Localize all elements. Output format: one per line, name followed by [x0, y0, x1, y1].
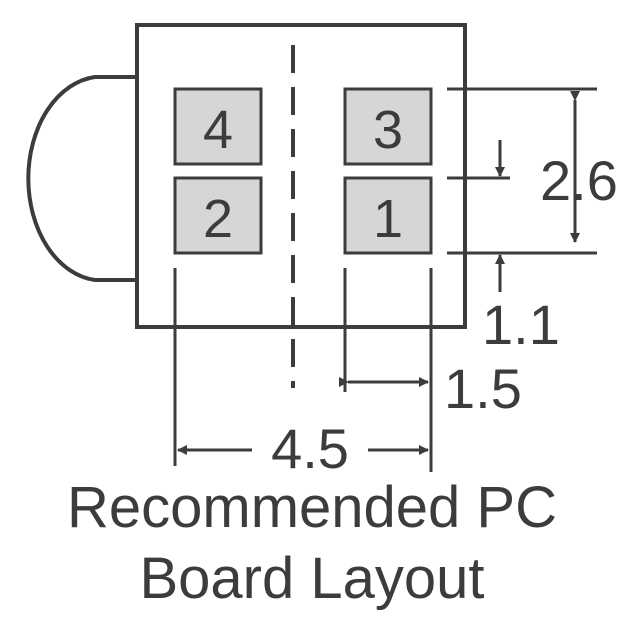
- pad-2: 2: [173, 176, 263, 255]
- pad-3-box: [343, 87, 433, 166]
- dimension-1-5-label: 1.5: [444, 357, 522, 420]
- caption-line-2: Board Layout: [139, 546, 484, 611]
- pad-1: 1: [343, 176, 433, 255]
- right-extension-lines: [447, 87, 597, 255]
- pad-3: 3: [343, 87, 433, 166]
- pad-1-box: [343, 176, 433, 255]
- pad-4-box: [173, 87, 263, 166]
- led-dome-outline: [26, 75, 137, 282]
- pad-3-label: 3: [373, 100, 403, 160]
- package-body-outline: [135, 23, 467, 329]
- dimension-4-5-label: 4.5: [271, 417, 349, 480]
- dimension-1-5: 1.5: [339, 357, 522, 420]
- dimension-2-6: 2.6: [540, 91, 618, 243]
- pad-1-label: 1: [373, 189, 403, 249]
- dimension-1-1-label: 1.1: [482, 293, 560, 356]
- bottom-extension-lines: [173, 268, 433, 472]
- dimension-2-6-label: 2.6: [540, 149, 618, 212]
- dimension-1-1: 1.1: [482, 140, 560, 356]
- pad-4: 4: [173, 87, 263, 166]
- dimension-4-5: 4.5: [177, 417, 429, 480]
- caption-line-1: Recommended PC: [67, 475, 557, 540]
- pad-4-label: 4: [203, 100, 233, 160]
- pad-2-label: 2: [203, 189, 233, 249]
- pad-2-box: [173, 176, 263, 255]
